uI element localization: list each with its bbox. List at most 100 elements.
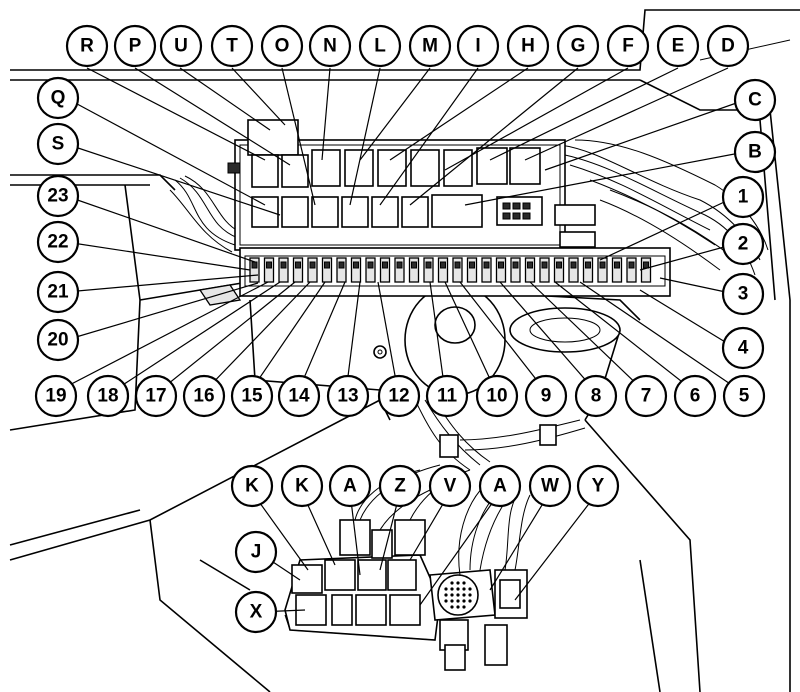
callout-8: 8	[574, 374, 618, 418]
callout-P: P	[113, 24, 157, 68]
fuse-slot	[263, 257, 275, 283]
fuse-terminal	[541, 261, 548, 269]
fuse-terminal	[280, 261, 287, 269]
leader-lines	[55, 67, 746, 613]
fuse-slot	[307, 257, 318, 283]
svg-text:B: B	[748, 142, 762, 163]
connector-pin	[468, 599, 472, 603]
fuse-slot	[350, 257, 362, 283]
fuse-terminal	[570, 261, 577, 269]
callout-15: 15	[230, 374, 274, 418]
callout-K-right: K	[280, 464, 324, 508]
svg-text:G: G	[571, 36, 586, 57]
svg-text:3: 3	[738, 284, 749, 305]
svg-text:12: 12	[388, 386, 409, 407]
fuse-terminal	[440, 261, 446, 269]
callout-U: U	[159, 24, 203, 68]
fuse-slot	[336, 257, 347, 283]
fuse-slot	[611, 257, 623, 283]
svg-text:S: S	[52, 134, 65, 155]
fuse-slot	[423, 257, 434, 283]
callout-1: 1	[721, 175, 765, 219]
callout-14: 14	[277, 374, 321, 418]
fuse-slot	[510, 257, 521, 283]
callout-17: 17	[134, 374, 178, 418]
svg-text:16: 16	[193, 386, 214, 407]
fuse-terminal	[353, 261, 359, 269]
fuse-terminal	[454, 261, 461, 269]
fuse-slot	[466, 257, 478, 283]
svg-text:P: P	[129, 36, 142, 57]
callout-18: 18	[86, 374, 130, 418]
svg-text:R: R	[80, 36, 94, 57]
callout-R: R	[65, 24, 109, 68]
callout-23: 23	[36, 174, 80, 218]
connector-pin	[450, 587, 454, 591]
svg-text:20: 20	[47, 330, 68, 351]
svg-text:15: 15	[241, 386, 263, 407]
relay-top-housing	[247, 119, 299, 156]
fuse-terminal	[382, 261, 388, 269]
callout-I: I	[456, 24, 500, 68]
callout-19: 19	[34, 374, 78, 418]
connector-pin	[456, 605, 460, 609]
connector-pin	[456, 581, 460, 585]
svg-text:18: 18	[97, 386, 118, 407]
fuse-slot	[539, 257, 550, 283]
callout-13: 13	[326, 374, 370, 418]
fuse-terminal	[599, 261, 606, 269]
svg-text:A: A	[493, 476, 507, 497]
connector-pin	[468, 593, 472, 597]
svg-text:14: 14	[288, 386, 310, 407]
fuse-slot	[626, 257, 637, 283]
svg-text:T: T	[226, 36, 238, 57]
fuse-slot	[481, 257, 492, 283]
svg-text:V: V	[444, 476, 457, 497]
callout-11: 11	[425, 374, 469, 418]
callout-F: F	[606, 24, 650, 68]
fuse-terminal	[266, 261, 272, 269]
callout-N: N	[308, 24, 352, 68]
connector-pin	[468, 587, 472, 591]
callout-labels: R P U T O N L M I H G F E D C B Q S 23 2…	[34, 24, 777, 634]
connector-pin	[450, 605, 454, 609]
svg-text:L: L	[374, 36, 386, 57]
svg-text:H: H	[521, 36, 535, 57]
fuse-slot	[292, 257, 304, 283]
lower-relay-cluster	[284, 464, 531, 671]
svg-text:13: 13	[337, 386, 358, 407]
svg-text:9: 9	[541, 386, 552, 407]
fuse-strip	[239, 247, 671, 297]
fuse-slot	[408, 257, 420, 283]
svg-text:A: A	[343, 476, 357, 497]
svg-text:5: 5	[739, 386, 750, 407]
fuse-slot	[379, 257, 391, 283]
callout-B: B	[733, 130, 777, 174]
svg-text:Z: Z	[394, 476, 406, 497]
fuse-terminal	[251, 261, 258, 269]
svg-text:6: 6	[690, 386, 701, 407]
svg-text:N: N	[323, 36, 337, 57]
callout-T: T	[210, 24, 254, 68]
fuse-row	[249, 257, 652, 283]
callout-12: 12	[377, 374, 421, 418]
connector-pins	[444, 581, 472, 609]
svg-text:K: K	[245, 476, 259, 497]
callout-7: 7	[624, 374, 668, 418]
svg-text:1: 1	[738, 187, 749, 208]
fuse-terminal	[483, 261, 490, 269]
svg-text:X: X	[250, 602, 263, 623]
connector-pin	[444, 587, 448, 591]
callout-3: 3	[721, 272, 765, 316]
fuse-slot	[495, 257, 507, 283]
svg-text:Q: Q	[51, 88, 66, 109]
connector-pin	[456, 599, 460, 603]
connector-pin	[462, 587, 466, 591]
fuse-terminal	[498, 261, 504, 269]
fuse-slot	[582, 257, 594, 283]
svg-text:17: 17	[145, 386, 166, 407]
svg-text:U: U	[174, 36, 188, 57]
connector-pin	[450, 599, 454, 603]
callout-Y: Y	[576, 464, 620, 508]
